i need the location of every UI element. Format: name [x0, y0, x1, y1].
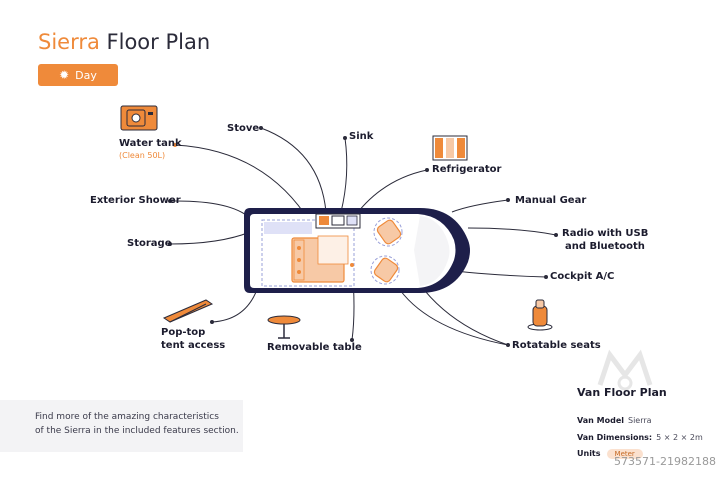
label-stove: Stove	[227, 123, 260, 134]
label-sink: Sink	[349, 131, 374, 142]
bench-dot-2	[297, 258, 301, 262]
label-manual-gear: Manual Gear	[515, 195, 587, 206]
table-top	[317, 235, 349, 265]
label-radio-line2: and Bluetooth	[565, 241, 645, 252]
windshield	[414, 216, 450, 286]
passenger-seat	[370, 255, 400, 285]
label-poptop-line2: tent access	[161, 340, 226, 351]
label-radio-line1: Radio with USB	[562, 228, 649, 239]
line-water-tank	[174, 144, 311, 223]
van-body	[244, 208, 470, 293]
label-exterior-shower: Exterior Shower	[90, 195, 181, 206]
bench-dot-1	[297, 246, 301, 250]
dot-poptop	[210, 320, 214, 324]
info-text: Find more of the amazing characteristics…	[35, 410, 240, 438]
dot-stove	[259, 126, 263, 130]
line-exterior-shower	[169, 200, 251, 219]
driver-seat	[373, 217, 403, 247]
dot-storage	[168, 242, 172, 246]
connector-dots	[168, 126, 558, 347]
poptop-tent-icon	[162, 299, 214, 323]
refrigerator-icon	[432, 135, 468, 161]
label-refrigerator: Refrigerator	[432, 164, 502, 175]
spec-model-key: Van Model	[577, 416, 624, 425]
storage-block	[264, 222, 312, 234]
info-line-2: of the Sierra in the included features s…	[35, 426, 239, 436]
spec-model-value: Sierra	[627, 416, 652, 425]
units-badge[interactable]: Meter	[606, 449, 643, 459]
poptop-area	[261, 219, 355, 287]
dot-refrigerator	[425, 168, 429, 172]
line-sink	[340, 137, 348, 213]
day-label: Day	[75, 68, 97, 82]
table-icon	[267, 315, 301, 339]
line-rotatable-seats-1	[399, 289, 509, 346]
sun-icon: ✹	[59, 68, 70, 82]
label-water-tank: Water tank	[119, 138, 182, 149]
fridge-icon	[346, 215, 358, 226]
line-radio	[467, 227, 557, 236]
day-mode-button[interactable]: ✹ Day	[38, 64, 118, 86]
dot-rotatable-seats	[506, 343, 510, 347]
rotatable-seat-icon	[527, 299, 553, 331]
dot-water-tank	[173, 143, 177, 147]
title-rest: Floor Plan	[106, 30, 211, 54]
spec-dims-value: 5 × 2 × 2m	[656, 433, 703, 442]
label-poptop-line1: Pop-top	[161, 327, 206, 338]
label-storage: Storage	[127, 238, 172, 249]
info-line-1: Find more of the amazing characteristics	[35, 412, 219, 422]
spec-units-key: Units	[577, 449, 601, 458]
line-manual-gear	[451, 199, 509, 213]
water-tank-icon	[120, 105, 158, 131]
label-rotatable-seats: Rotatable seats	[512, 340, 601, 351]
label-cockpit-ac: Cockpit A/C	[550, 271, 615, 282]
dot-exterior-shower	[168, 199, 172, 203]
label-water-tank-sub: (Clean 50L)	[119, 151, 166, 160]
page-title: Sierra Floor Plan	[38, 30, 210, 54]
spec-dims-key: Van Dimensions:	[577, 433, 653, 442]
dot-radio	[554, 233, 558, 237]
dot-sink	[343, 136, 347, 140]
dot-manual-gear	[506, 198, 510, 202]
line-storage	[169, 231, 251, 245]
spec-dimensions: Van Dimensions:5 × 2 × 2m	[577, 433, 703, 442]
stove-icon	[319, 216, 329, 225]
bench-dot-3	[297, 270, 301, 274]
label-removable-table: Removable table	[267, 342, 362, 353]
sink-icon	[331, 215, 345, 226]
watermark-text: 573571-21982188	[614, 455, 716, 468]
info-box	[0, 400, 243, 452]
title-highlight: Sierra	[38, 30, 100, 54]
spec-units: Units Meter	[577, 449, 643, 459]
specs-title: Van Floor Plan	[577, 386, 667, 399]
dot-cockpit-ac	[544, 275, 548, 279]
table-dot	[350, 263, 354, 267]
watermark-logo-icon	[597, 349, 653, 391]
dot-removable-table	[350, 338, 354, 342]
line-stove	[260, 127, 327, 213]
